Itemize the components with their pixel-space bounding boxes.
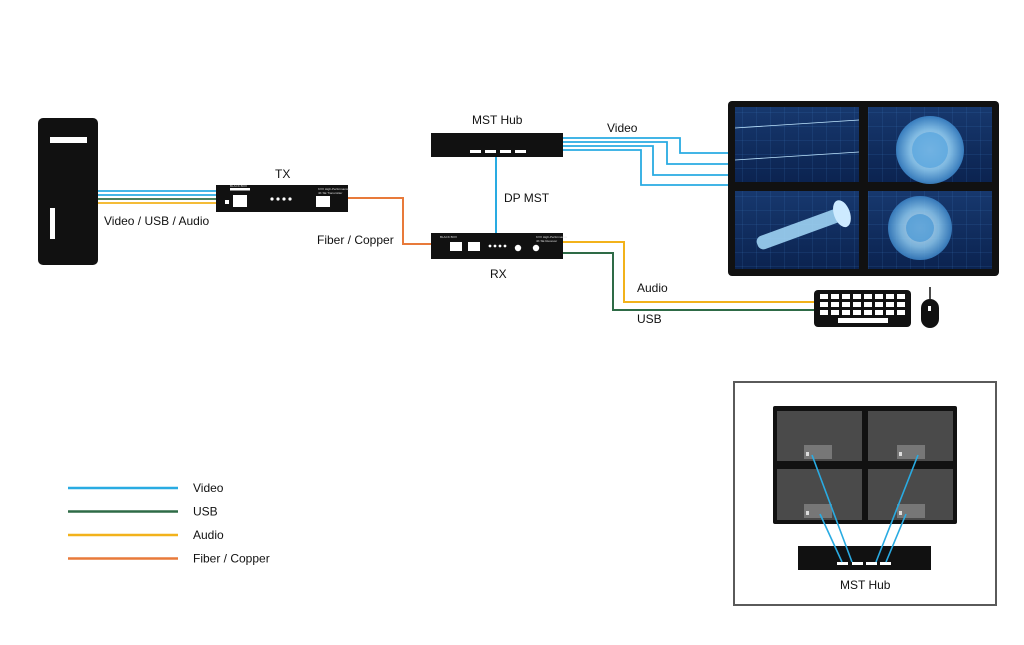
usb-cable	[563, 252, 818, 311]
keyboard-key	[875, 310, 883, 315]
legend-label: Video	[193, 481, 224, 495]
keyboard-key	[897, 302, 905, 307]
pc-to-tx-cables	[98, 190, 216, 204]
keyboard-key	[831, 302, 839, 307]
keyboard-key	[842, 310, 850, 315]
keyboard-key	[886, 302, 894, 307]
video-label: Video	[607, 121, 638, 135]
video-wall	[728, 101, 999, 276]
keyboard-key	[864, 302, 872, 307]
inset-video-cables	[811, 454, 919, 563]
keyboard-key	[820, 302, 828, 307]
inset-mst-diagram: MST Hub	[733, 381, 997, 606]
tx-port-2	[316, 196, 330, 207]
tx-model-line2: 4K SE Transmitter	[318, 191, 342, 195]
keyboard-spacebar	[838, 318, 888, 323]
tx-brand: BLACK BOX	[230, 184, 247, 188]
rx-label: RX	[490, 267, 507, 281]
keyboard-key	[864, 294, 872, 299]
legend-label: Fiber / Copper	[193, 552, 270, 566]
rx-unit: BLACK BOX KVX High-Performance 4K SE Rec…	[431, 233, 568, 259]
rx-model-line1: KVX High-Performance	[536, 235, 568, 239]
keyboard-key	[853, 302, 861, 307]
rx-brand: BLACK BOX	[440, 235, 457, 239]
keyboard-key	[886, 310, 894, 315]
keyboard-key	[897, 294, 905, 299]
monitor-top-left	[734, 107, 860, 182]
tx-port-small	[225, 200, 229, 204]
brand-logo	[230, 188, 250, 191]
dp-mst-label: DP MST	[504, 191, 550, 205]
inset-mst-hub-label: MST Hub	[840, 578, 891, 592]
tx-model-line1: KVX High-Performance	[318, 187, 350, 191]
shaft-icon	[756, 208, 843, 250]
keyboard-key	[842, 302, 850, 307]
mst-hub-label: MST Hub	[472, 113, 523, 127]
mst-hub	[431, 133, 563, 157]
keyboard-key	[820, 294, 828, 299]
audio-cable	[563, 241, 818, 303]
usb-label: USB	[637, 312, 662, 326]
keyboard-key	[831, 310, 839, 315]
rx-model-line2: 4K SE Receiver	[536, 239, 557, 243]
keyboard-key	[864, 310, 872, 315]
audio-label: Audio	[637, 281, 668, 295]
tx-port	[233, 195, 247, 207]
keyboard-key	[875, 302, 883, 307]
keyboard-icon	[814, 290, 911, 327]
keyboard-key	[886, 294, 894, 299]
mouse-icon	[921, 287, 939, 328]
legend-label: Audio	[193, 528, 224, 542]
keyboard-key	[831, 294, 839, 299]
keyboard-key	[842, 294, 850, 299]
keyboard-key	[853, 294, 861, 299]
fiber-label: Fiber / Copper	[317, 233, 394, 247]
keyboard-key	[820, 310, 828, 315]
tx-label: TX	[275, 167, 290, 181]
keyboard-key	[853, 310, 861, 315]
monitor-top-right	[868, 107, 992, 184]
computer-tower-icon	[38, 118, 98, 265]
tx-unit: BLACK BOX KVX High-Performance 4K SE Tra…	[216, 184, 350, 212]
fiber-copper-cable	[348, 197, 431, 245]
legend-label: USB	[193, 505, 218, 519]
monitor-bottom-right	[868, 191, 992, 269]
keyboard-key	[897, 310, 905, 315]
monitor-bottom-left	[735, 191, 859, 269]
pc-link-label: Video / USB / Audio	[104, 214, 210, 228]
keyboard-key	[875, 294, 883, 299]
hub-to-monitors-video-cables	[563, 137, 735, 186]
inset-mst-hub	[798, 546, 931, 570]
